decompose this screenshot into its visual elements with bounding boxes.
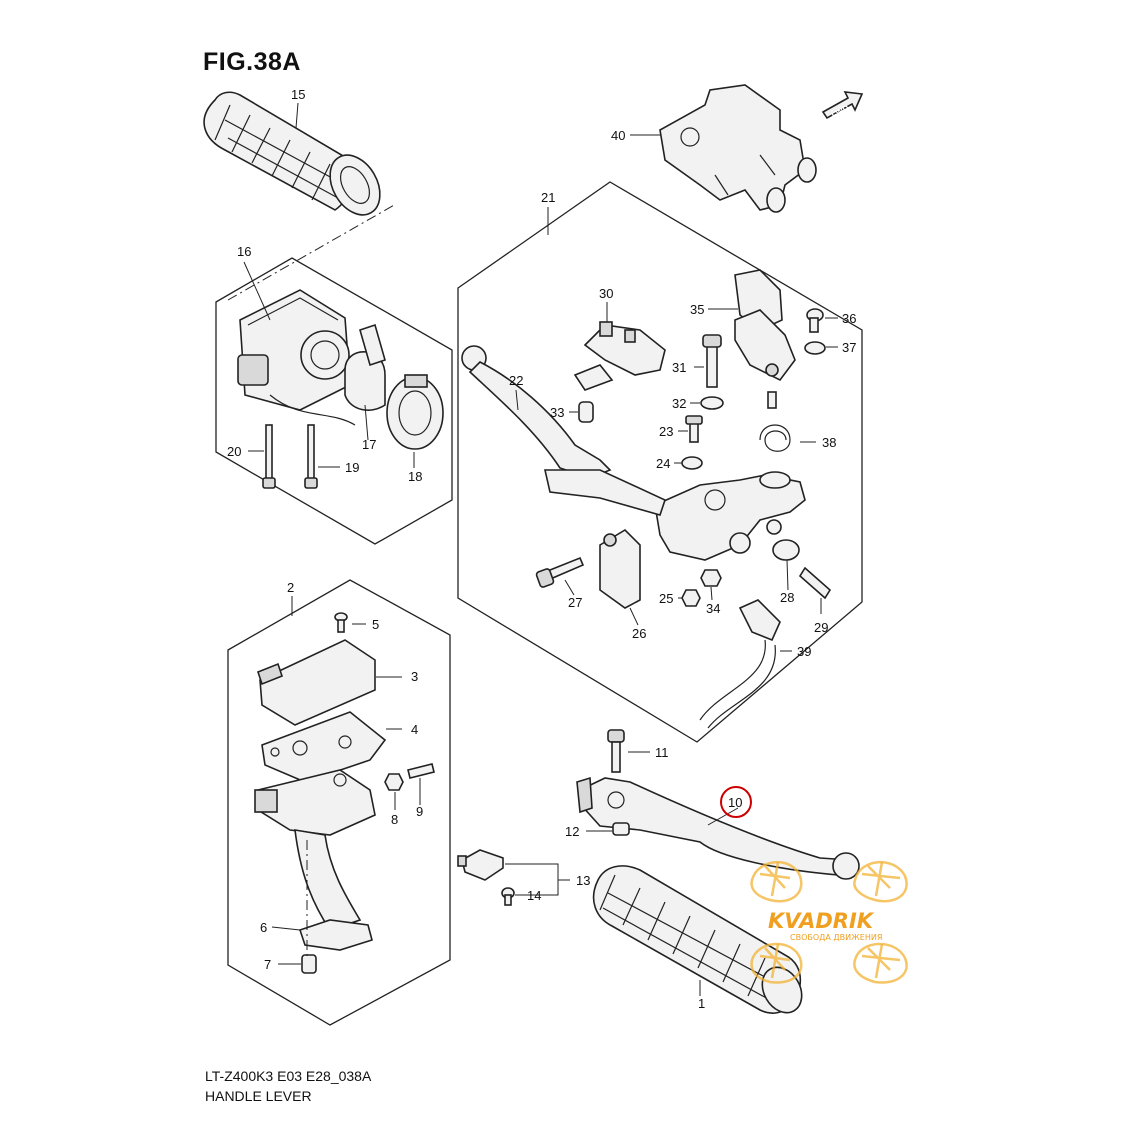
cover-screw (767, 391, 777, 409)
part-33-bushing (578, 401, 594, 423)
part-27-clamp-bolt (535, 556, 585, 596)
label-26: 26 (632, 626, 646, 641)
watermark-slogan: СВОБОДА ДВИЖЕНИЯ (790, 933, 882, 942)
label-16: 16 (237, 244, 251, 259)
kvadrik-watermark: KVADRIK СВОБОДА ДВИЖЕНИЯ (750, 860, 908, 984)
label-8: 8 (391, 812, 398, 827)
part-3-throttle-cover (257, 639, 402, 726)
watermark-wheel-icon (750, 860, 803, 903)
label-14: 14 (527, 888, 541, 903)
label-29: 29 (814, 620, 828, 635)
part-14-screw (501, 887, 515, 906)
part-26-lever-clamp (599, 528, 641, 626)
part-number-labels: 1 2 3 4 5 6 7 8 9 10 11 12 13 14 15 16 1… (227, 87, 856, 1011)
label-5: 5 (372, 617, 379, 632)
label-9: 9 (416, 804, 423, 819)
part-4-gasket (261, 711, 402, 783)
part-36-screw (806, 308, 838, 333)
part-30-bracket (573, 302, 666, 391)
figure-title: FIG.38A (203, 48, 301, 76)
part-10-clutch-lever (576, 776, 860, 880)
label-18: 18 (408, 469, 422, 484)
label-34: 34 (706, 601, 720, 616)
label-20: 20 (227, 444, 241, 459)
label-28: 28 (780, 590, 794, 605)
label-37: 37 (842, 340, 856, 355)
part-17-switch-clamp (344, 323, 386, 441)
part-39-brake-switch (699, 599, 792, 729)
label-3: 3 (411, 669, 418, 684)
part-18-clamp-ring (386, 374, 444, 468)
part-38-spring (759, 424, 816, 452)
part-19-screw (304, 424, 340, 489)
label-6: 6 (260, 920, 267, 935)
part-35-lock-cover (708, 269, 796, 382)
part-15-left-grip (203, 91, 381, 216)
watermark-wheel-icon (853, 860, 908, 903)
part-37-washer (804, 341, 826, 355)
label-23: 23 (659, 424, 673, 439)
part-24-washer (681, 456, 703, 470)
label-35: 35 (690, 302, 704, 317)
label-21: 21 (541, 190, 555, 205)
part-13-clutch-switch (457, 849, 570, 896)
part-29-adjuster-screw (798, 566, 832, 614)
brake-lever-assembly-group (457, 181, 863, 743)
throttle-case (254, 769, 376, 931)
label-36: 36 (842, 311, 856, 326)
diagram-caption: HANDLE LEVER (205, 1088, 312, 1104)
part-32-washer (700, 396, 724, 410)
label-30: 30 (599, 286, 613, 301)
part-9-screw (407, 763, 435, 805)
part-8-nut (384, 773, 404, 791)
label-10: 10 (728, 795, 742, 810)
part-12-nut (612, 822, 630, 836)
label-33: 33 (550, 405, 564, 420)
switch-assembly-group (215, 203, 453, 545)
label-24: 24 (656, 456, 670, 471)
label-15: 15 (291, 87, 305, 102)
label-17: 17 (362, 437, 376, 452)
part-20-screw (248, 424, 276, 489)
part-16-switch-housing (237, 261, 356, 426)
label-1: 1 (698, 996, 705, 1011)
watermark-brand: KVADRIK (768, 909, 875, 933)
part-6-throttle-lever (271, 919, 373, 951)
label-19: 19 (345, 460, 359, 475)
part-34-nut (700, 569, 722, 587)
label-25: 25 (659, 591, 673, 606)
label-12: 12 (565, 824, 579, 839)
throttle-assembly-group (227, 579, 451, 1026)
label-32: 32 (672, 396, 686, 411)
label-38: 38 (822, 435, 836, 450)
label-40: 40 (611, 128, 625, 143)
label-7: 7 (264, 957, 271, 972)
label-2: 2 (287, 580, 294, 595)
part-22-brake-lever (461, 345, 612, 479)
label-31: 31 (672, 360, 686, 375)
model-code: LT-Z400K3 E03 E28_038A (205, 1068, 372, 1084)
part-23-pivot-pin (678, 415, 703, 443)
watermark-wheel-icon (750, 942, 803, 984)
part-40-switch-unit (630, 84, 864, 213)
part-31-bolt (694, 334, 722, 388)
fwd-arrow-icon (821, 91, 864, 120)
label-4: 4 (411, 722, 418, 737)
label-22: 22 (509, 373, 523, 388)
label-13: 13 (576, 873, 590, 888)
part-28-adjuster (772, 539, 800, 591)
label-11: 11 (655, 745, 669, 760)
part-11-pivot-bolt (607, 729, 650, 773)
part-5-screw (334, 612, 366, 633)
highlight-circle (720, 786, 752, 818)
label-39: 39 (797, 644, 811, 659)
part-25-nut (681, 589, 701, 607)
watermark-wheel-icon (853, 942, 908, 984)
part-7-nut (301, 954, 317, 974)
lever-holder-body (543, 469, 806, 561)
label-27: 27 (568, 595, 582, 610)
